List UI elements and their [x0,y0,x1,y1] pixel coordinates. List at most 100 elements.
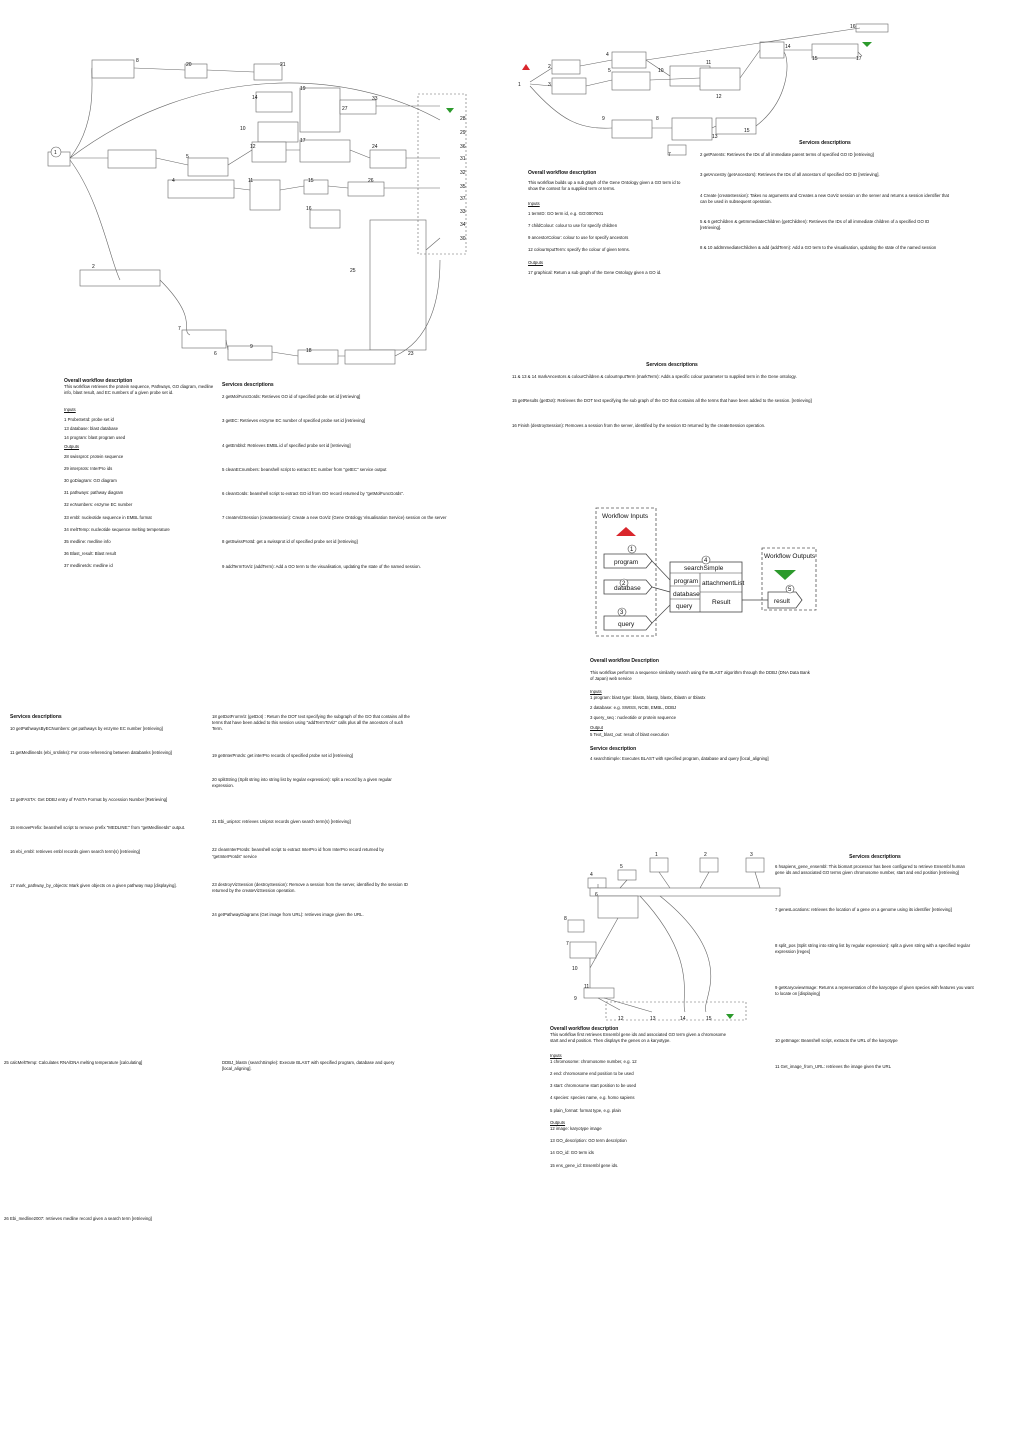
list-item: 3 start: chromosome start position to be… [550,1083,636,1089]
node-database: database [614,585,641,592]
svg-text:9: 9 [250,344,253,350]
svg-text:6: 6 [595,892,598,898]
service-item: 3 getAncestry (getAncestors): Retrieves … [700,172,880,178]
pathway-inputs-label: Inputs [64,406,76,412]
svg-text:8: 8 [656,116,659,122]
list-item: 37 medlineIds: medline id [64,563,113,569]
blast-inputs-label: Inputs [590,688,602,694]
svg-text:14: 14 [785,44,791,50]
searchsimple-node [669,561,743,613]
svg-text:30: 30 [460,236,466,242]
svg-text:13: 13 [650,1016,656,1022]
ddbj-service: DDBJ_blastn (searchSimple): Execute BLAS… [222,1060,422,1072]
pathway-outputs-label: Outputs [64,444,80,450]
svg-text:12: 12 [250,144,256,150]
svg-text:16: 16 [850,24,856,30]
svg-text:8: 8 [136,58,139,64]
svg-text:9: 9 [602,116,605,122]
service-item: 21 Ebi_uniprot: retrieves Uniprot record… [212,819,351,825]
service-item: 5 cleanECnumbers: beanshell script to ex… [222,466,387,472]
svg-text:4: 4 [590,872,593,878]
goviz-overview: Overall workflow description This workfl… [528,170,688,276]
svg-text:1: 1 [518,82,521,88]
pathway-output-triangle [446,108,454,113]
karyo-overview: Overall workflow description This workfl… [550,1026,730,1175]
goviz-output-triangle [862,42,872,47]
node-query: query [618,621,635,628]
node-searchsimple: searchSimple [684,565,724,572]
port-database: database [673,591,700,598]
service-item: 8 getSwissProtId: get a swissprot id of … [222,539,358,545]
svg-text:4: 4 [606,52,609,58]
svg-text:26: 26 [368,178,374,184]
svg-text:1: 1 [630,547,634,553]
goviz-workflow-graph [529,23,889,156]
service-item: 7 genesLocations: retrieves the location… [775,906,952,912]
goviz-desc: This workflow builds up a sub graph of t… [528,180,681,192]
blast-overview: Overall workflow Description This workfl… [590,658,810,762]
svg-text:4: 4 [172,178,175,184]
karyo-desc: This workflow first retrieves Ensembl ge… [550,1032,727,1044]
service-item: 18 getDotFromViz (getDot) : Return the D… [212,714,410,732]
svg-text:12: 12 [618,1016,624,1022]
service-item: 7 createVizSession (createSession): Crea… [222,515,447,521]
svg-text:2: 2 [704,852,707,858]
service-item: 22 cleanInterProIds: beanshell script to… [212,847,384,859]
wf-inputs-label: Workflow Inputs [602,513,649,520]
service-item: 24 getPathwayDiagrams (Get image from UR… [212,912,364,918]
service-item: 6 hsapiens_gene_ensembl: This biomart pr… [775,864,966,876]
svg-text:11: 11 [248,178,253,184]
goviz-inputs-label: Inputs [528,200,540,206]
service-item: DDBJ_blastn (searchSimple): Execute BLAS… [222,1060,395,1072]
service-item: 16 ebi_embl: retrieves embl records give… [10,849,140,855]
list-item: 12 image: karyotype image [550,1126,602,1132]
program-input-node [603,553,653,569]
goviz-services-more: Services descriptions 11 & 13 & 14 markA… [512,362,832,447]
svg-text:31: 31 [460,156,466,162]
pathway-overview: Overall workflow description This workfl… [64,378,214,576]
pathway-services-title: Services descriptions [222,382,274,388]
service-item: 15 getResults (getDot): Retrieves the DO… [512,398,812,404]
list-item: 2 end: chromosome end position to be use… [550,1071,634,1077]
list-item: 32 ecNumbers: enzyme EC number [64,502,133,508]
goviz-services-title: Services descriptions [799,140,851,146]
svg-text:23: 23 [408,351,414,357]
karyo-title: Overall workflow description [550,1026,619,1032]
goviz-input-triangle [522,64,530,70]
svg-text:7: 7 [668,152,671,158]
list-item: 14 program: blast program used [64,435,126,441]
pathway-workflow-graph [47,59,467,365]
svg-text:20: 20 [186,62,192,68]
svg-text:27: 27 [342,106,348,112]
workflow-inputs-box [595,507,657,637]
pathway-services: Services descriptions 2 getMolFuncGoIds:… [222,382,482,588]
pathway-desc: This workflow retrieves the protein sequ… [64,384,214,396]
service-item: 2 getMolFuncGoIds: Retrieves GO id of sp… [222,394,361,400]
svg-text:18: 18 [306,348,312,354]
svg-text:7: 7 [566,941,569,947]
list-item: 7 childColour: colour to use for specify… [528,223,618,229]
svg-text:2: 2 [622,581,626,587]
blast-services-title: Service description [590,745,637,752]
svg-text:2: 2 [548,64,551,70]
svg-text:1: 1 [54,150,57,156]
svg-text:36: 36 [460,144,466,150]
list-item: 17 graphical: Return a sub graph of the … [528,269,662,275]
service-item: 12 getFASTA: Get DDBJ entry of FASTA For… [10,796,168,802]
list-item: 30 goDiagram: GO diagram [64,478,117,484]
svg-text:19: 19 [300,86,306,92]
svg-text:16: 16 [306,206,312,212]
list-item: 14 GO_id: GO term ids [550,1150,594,1156]
port-attachmentlist: attachmentList [702,580,744,587]
service-item: 10 getImage: Beanshell script, extracts … [775,1037,898,1043]
list-item: 34 meltTemp: nucleotide sequence melting… [64,526,170,532]
svg-text:15: 15 [308,178,314,184]
service-item: 9 addTermToViz (addTerm): Add a GO term … [222,563,421,569]
svg-text:5: 5 [186,154,189,160]
blast-desc: This workflow performs a sequence simila… [590,670,810,682]
list-item: 12 colourInputTerm: specify the colour o… [528,247,630,253]
node-program: program [614,559,638,566]
workflow-outputs-box [761,547,817,611]
pathway-title: Overall workflow description [64,378,133,384]
